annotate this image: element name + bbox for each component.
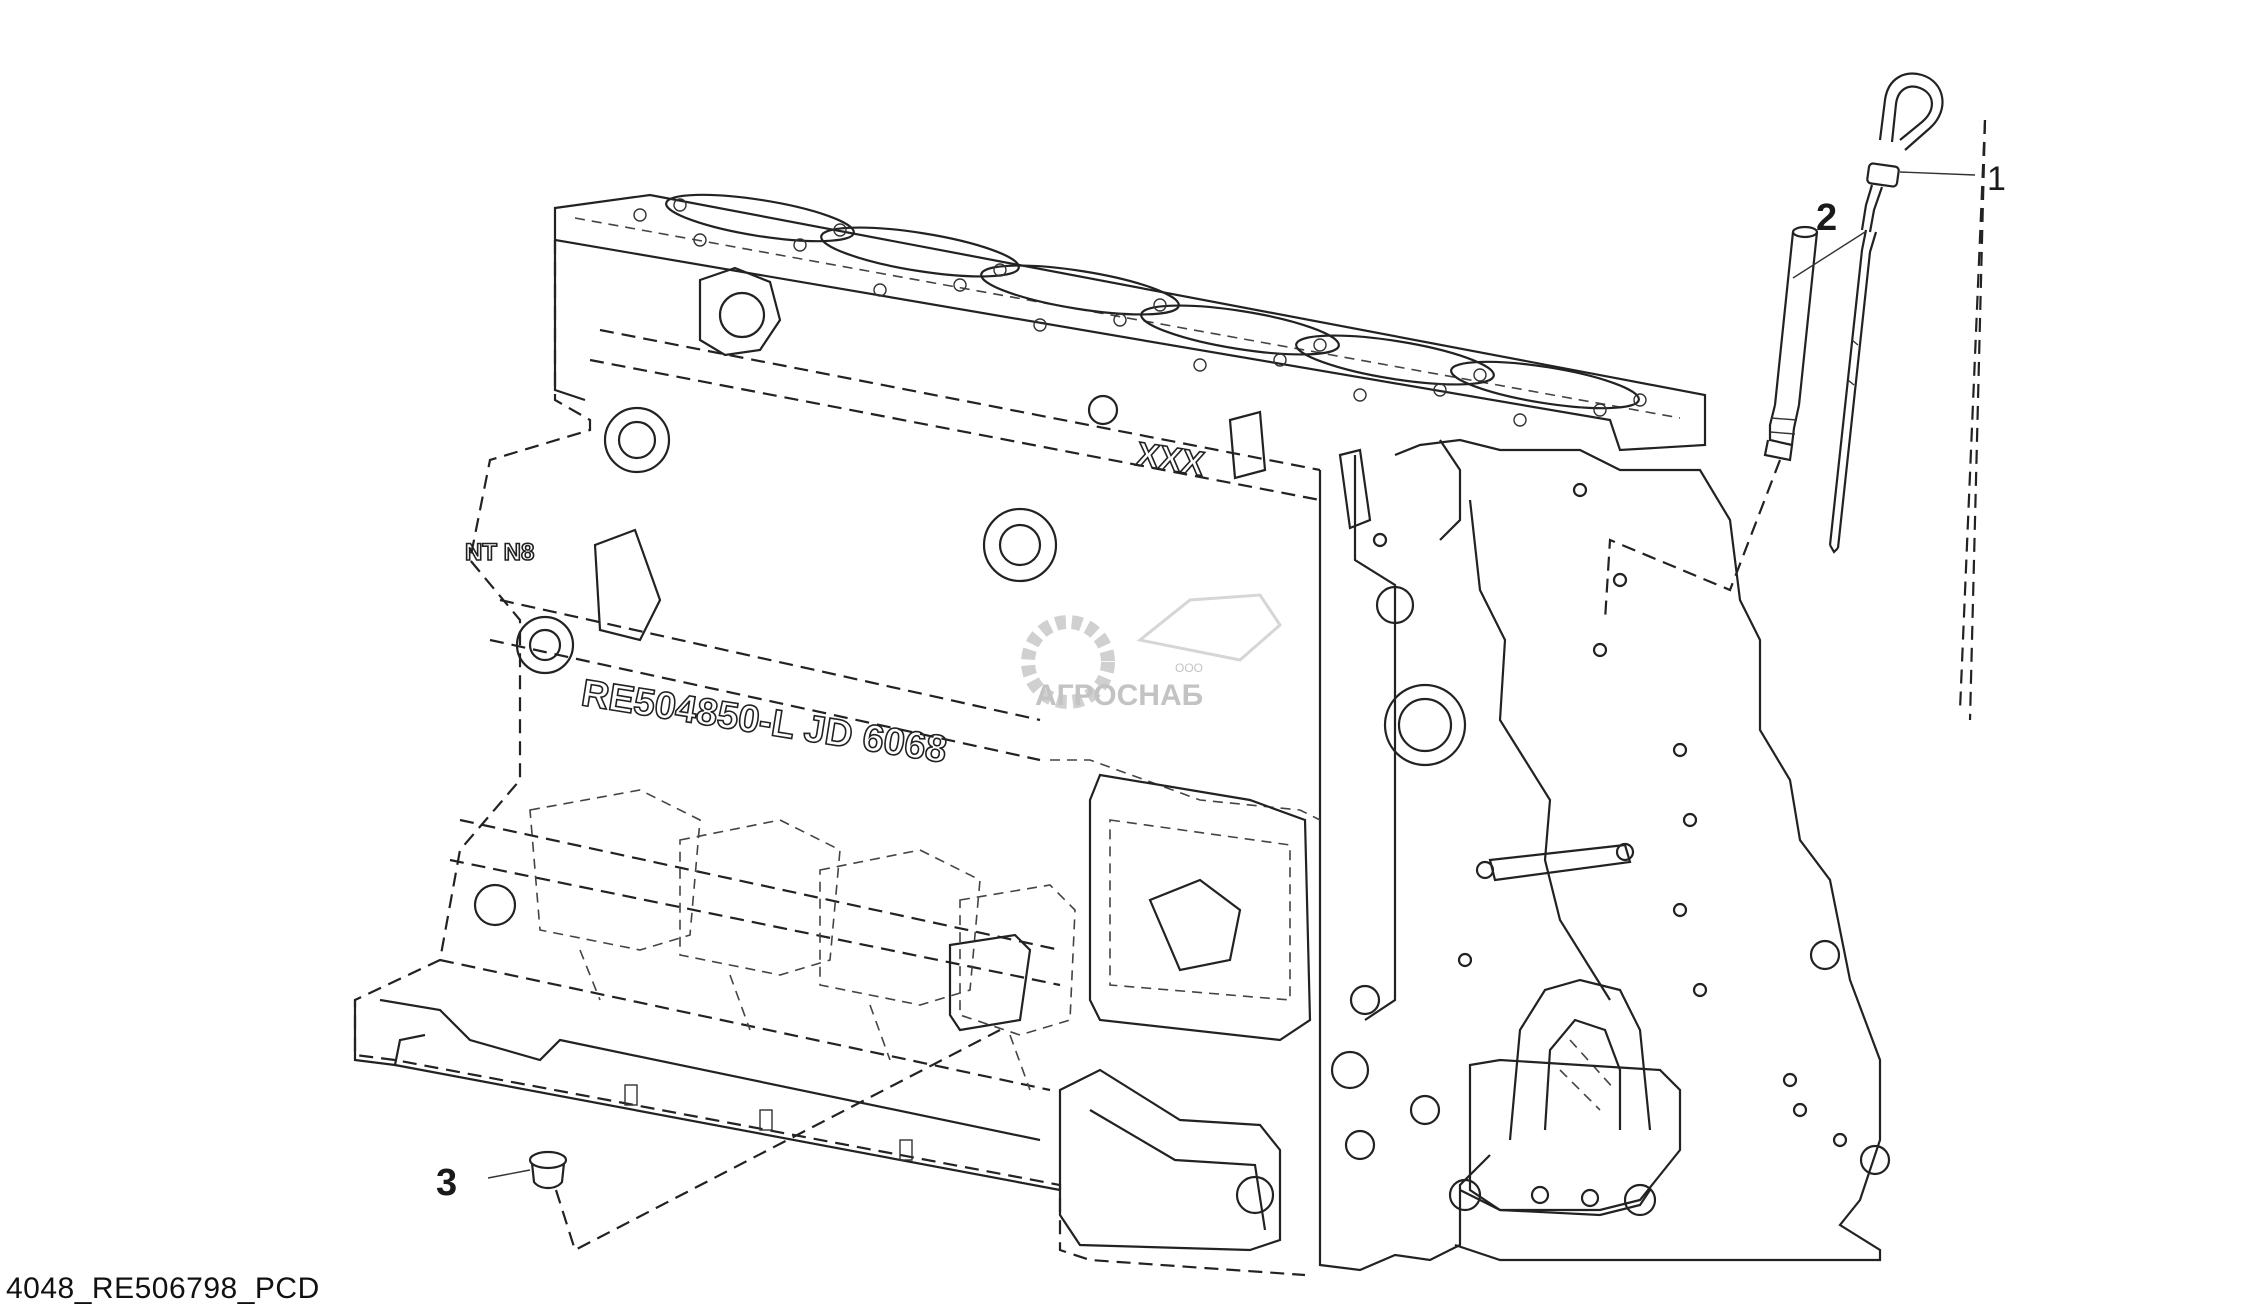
watermark-logo: ООО АГРОСНАБ: [1021, 593, 1282, 712]
callout-number-1: 1: [1987, 160, 2006, 198]
plug: [528, 1150, 568, 1190]
callout-1: 1: [1899, 160, 2006, 198]
watermark-prefix: ООО: [1175, 661, 1203, 675]
engine-block: NT N8 RE504850-L JD 6068 XXX: [353, 193, 1891, 1277]
callout-3: 3: [436, 1162, 531, 1204]
figure-caption: 4048_RE506798_PCD: [6, 1272, 320, 1305]
top-code: XXX: [1134, 435, 1207, 483]
small-marks: NT N8: [465, 539, 534, 566]
assembly-lines: [554, 119, 1987, 1252]
watermark-name: АГРОСНАБ: [1035, 679, 1203, 712]
dipstick: [1828, 72, 1944, 554]
callout-number-3: 3: [436, 1162, 457, 1204]
callout-number-2: 2: [1816, 197, 1837, 239]
callout-2: 2: [1792, 197, 1866, 279]
dipstick-tube: [1763, 225, 1819, 462]
